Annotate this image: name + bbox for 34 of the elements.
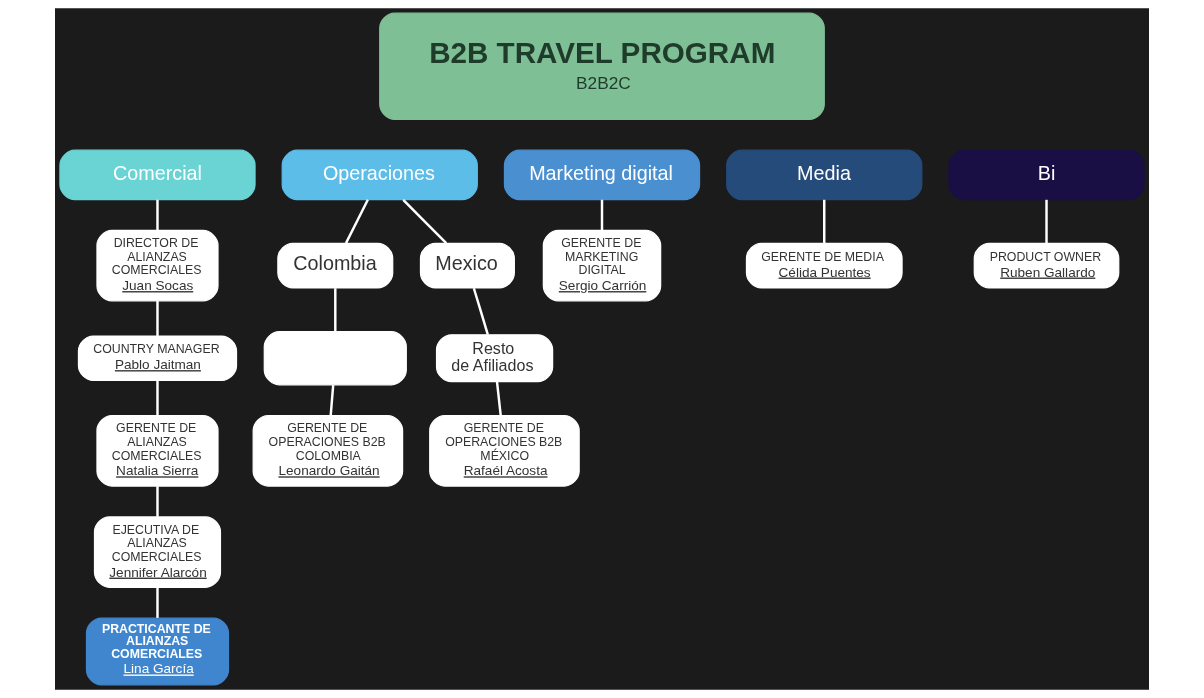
node-box: EJECUTIVA DE ALIANZAS COMERCIALES Jennifer Alarcón — [93, 516, 222, 588]
node-box: Operaciones — [281, 149, 478, 201]
connector — [156, 380, 159, 416]
node-box: Mexico — [419, 242, 515, 289]
node-box: Bi — [948, 149, 1145, 201]
connector — [472, 287, 489, 335]
connector — [156, 486, 159, 517]
connector — [344, 199, 369, 244]
connector — [329, 384, 335, 416]
connector — [823, 199, 826, 244]
node-box: B2B TRAVEL PROGRAM B2B2C — [379, 12, 825, 120]
connector — [156, 587, 159, 618]
node-box: Media — [726, 149, 923, 201]
connector — [156, 199, 159, 231]
node-box: Resto de Afiliados — [435, 334, 554, 383]
connector — [495, 381, 502, 416]
node-box: GERENTE DE ALIANZAS COMERCIALES Natalia Sierra — [96, 415, 219, 487]
node-box: DIRECTOR DE ALIANZAS COMERCIALES Juan Socas — [96, 229, 219, 302]
node-box: GERENTE DE OPERACIONES B2B COLOMBIA Leonardo Gaitán — [252, 415, 404, 487]
node-box: COUNTRY MANAGER Pablo Jaitman — [77, 335, 238, 382]
connector — [1045, 199, 1048, 244]
node-box: Colombia — [277, 242, 394, 289]
connector — [600, 199, 604, 231]
node-box: PRODUCT OWNER Ruben Gallardo — [973, 242, 1120, 289]
node-box: GERENTE DE MEDIA Célida Puentes — [745, 242, 903, 289]
node-box: PRACTICANTE DE ALIANZAS COMERCIALES Lina García — [85, 617, 230, 686]
node-box: GERENTE DE MARKETING DIGITAL Sergio Carrión — [542, 229, 662, 302]
node-box: GERENTE DE OPERACIONES B2B MÉXICO Rafaél Acosta — [429, 415, 580, 487]
node-box: Comercial — [59, 149, 256, 201]
node-box: Marketing digital — [503, 149, 701, 201]
connector — [334, 288, 337, 332]
node-box — [263, 331, 407, 386]
connector — [402, 198, 448, 244]
connector — [156, 300, 159, 336]
